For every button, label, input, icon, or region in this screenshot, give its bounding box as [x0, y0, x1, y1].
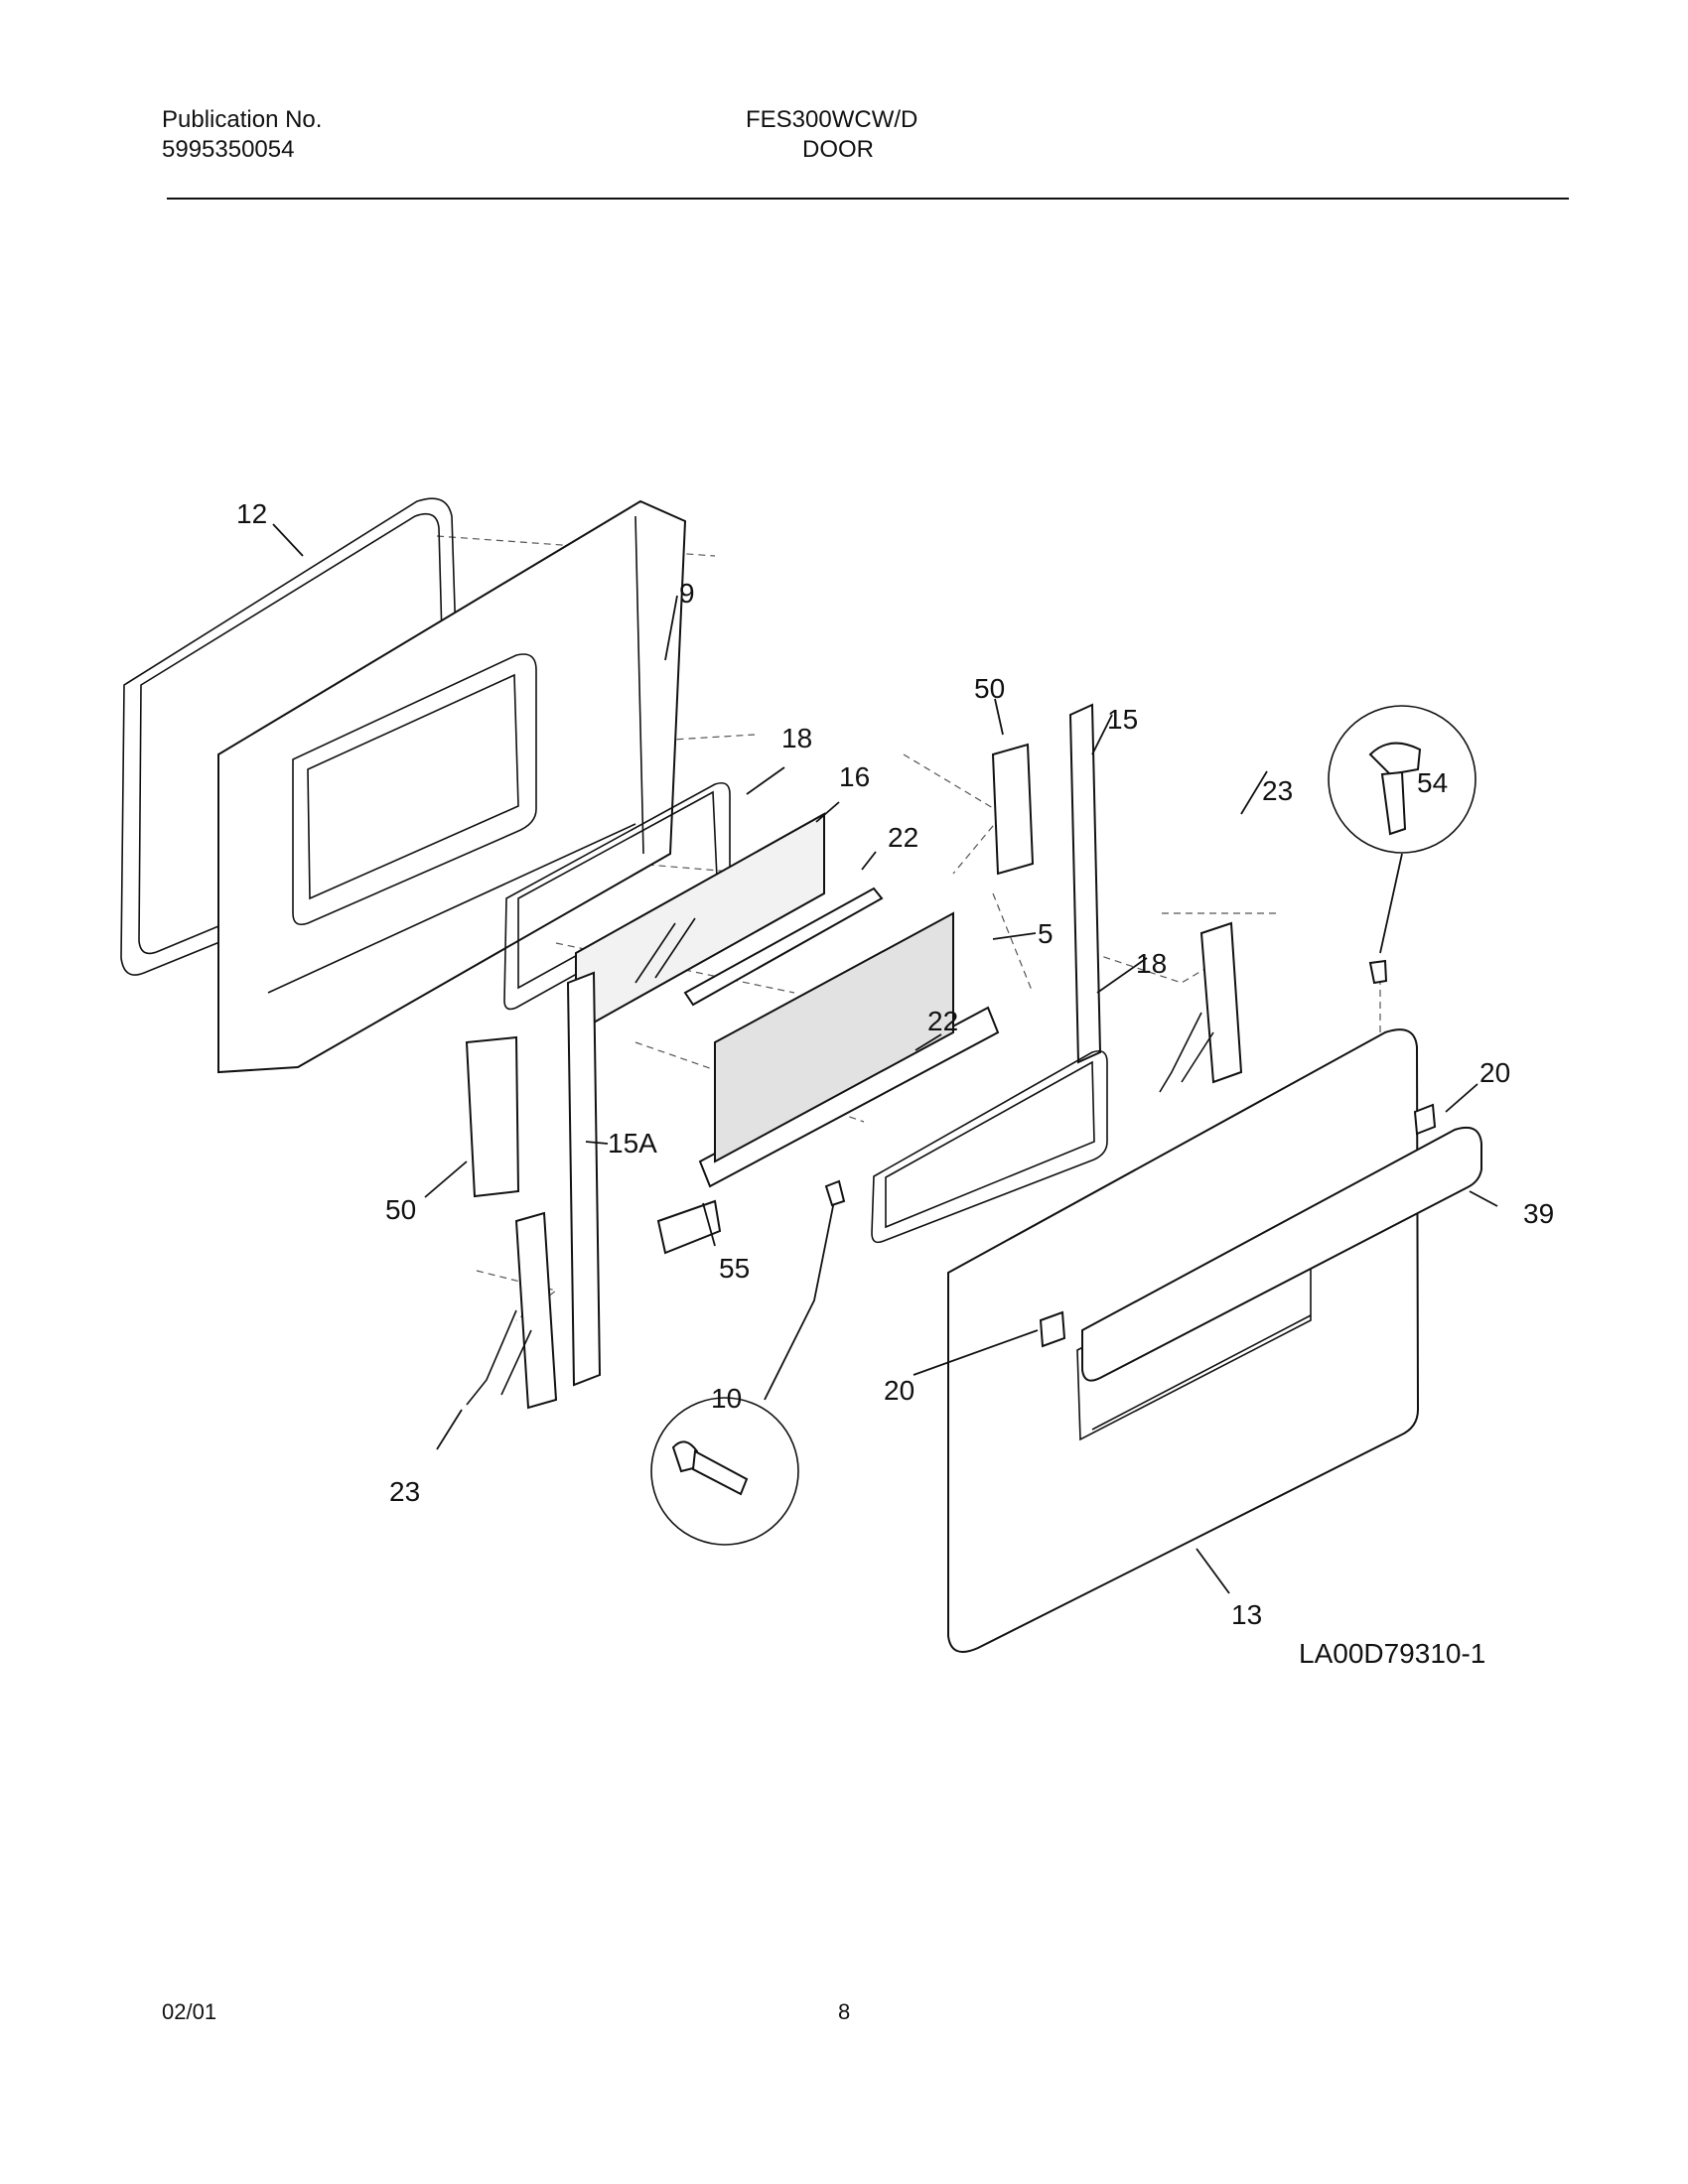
- model-number: FES300WCW/D: [746, 106, 918, 133]
- door-channel-15: [1068, 703, 1102, 1064]
- window-pack-5: [714, 911, 954, 1163]
- publication-label: Publication No.: [162, 106, 323, 133]
- window-gasket-18-right: [871, 1049, 1108, 1244]
- screw-10-detail: [650, 1200, 835, 1546]
- side-bracket-50-upper: [991, 743, 1035, 876]
- callout-22-upper: 22: [888, 822, 918, 853]
- callout-54: 54: [1417, 767, 1448, 798]
- door-handle-39: [1081, 1126, 1482, 1382]
- callout-15: 15: [1107, 704, 1138, 735]
- callout-20-right: 20: [1479, 1057, 1510, 1088]
- section-title: DOOR: [802, 136, 874, 163]
- bottom-trim-55: [656, 1199, 722, 1255]
- header-rule: [167, 198, 1569, 200]
- callout-39: 39: [1523, 1198, 1554, 1229]
- callout-16: 16: [839, 761, 870, 792]
- callout-20-left: 20: [884, 1375, 914, 1406]
- callout-23-right: 23: [1262, 775, 1293, 806]
- callout-50-upper: 50: [974, 673, 1005, 704]
- hinge-23-right: [1159, 921, 1243, 1093]
- callout-18-lower: 18: [1136, 948, 1167, 979]
- callout-labels: 12 9 18 16 50 15 22 5 18 22 15A 50 55 23…: [236, 498, 1554, 1669]
- callout-23-left: 23: [389, 1476, 420, 1507]
- callout-10: 10: [711, 1383, 742, 1414]
- side-bracket-50-lower: [465, 1035, 520, 1198]
- callout-12: 12: [236, 498, 267, 529]
- callout-9: 9: [679, 578, 695, 609]
- callout-18-upper: 18: [781, 723, 812, 753]
- hinge-23-left: [466, 1211, 558, 1410]
- publication-number: 5995350054: [162, 136, 295, 163]
- screw-54: [1368, 959, 1388, 985]
- figure-id: LA00D79310-1: [1299, 1638, 1485, 1669]
- callout-22-lower: 22: [927, 1006, 958, 1036]
- callout-55: 55: [719, 1253, 750, 1284]
- inner-door-liner-9: [217, 499, 687, 1074]
- footer-date: 02/01: [162, 1999, 217, 2024]
- handle-cap-20-left: [1039, 1310, 1066, 1348]
- screw-54-detail: [1328, 705, 1477, 954]
- outer-door-panel-13: [947, 1028, 1420, 1653]
- window-bracket-22-upper: [683, 887, 884, 1007]
- page-number: 8: [838, 1999, 851, 2024]
- callout-50-lower: 50: [385, 1194, 416, 1225]
- leader-lines: [272, 523, 1498, 1594]
- callout-5: 5: [1038, 918, 1054, 949]
- door-channel-15a: [566, 971, 602, 1387]
- callout-15a: 15A: [608, 1128, 657, 1159]
- screw-10: [824, 1179, 846, 1207]
- handle-cap-20-right: [1413, 1103, 1437, 1136]
- callout-13: 13: [1231, 1599, 1262, 1630]
